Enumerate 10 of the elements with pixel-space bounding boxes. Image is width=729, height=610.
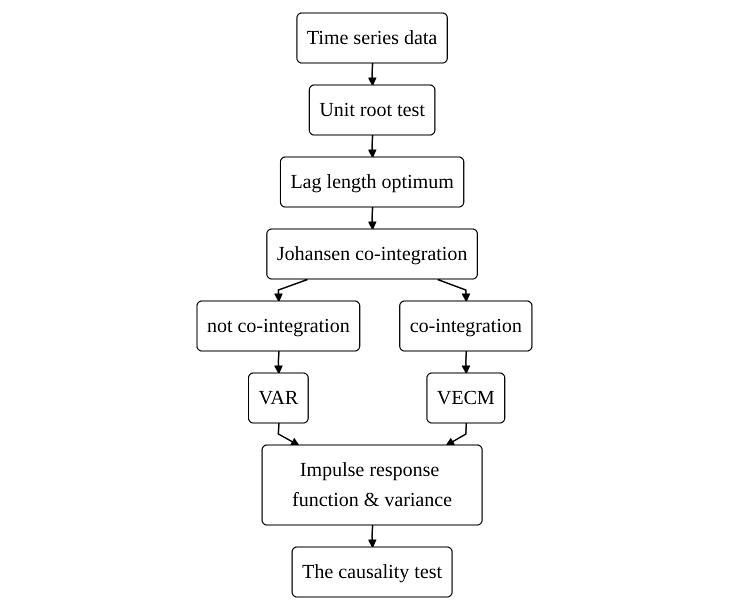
arrow — [446, 423, 468, 446]
arrow — [368, 135, 377, 158]
arrow — [437, 278, 470, 302]
arrow — [278, 423, 300, 446]
arrow — [368, 525, 377, 548]
arrow — [368, 207, 377, 230]
arrow — [274, 278, 308, 302]
arrow — [368, 63, 377, 86]
arrow — [274, 351, 283, 374]
arrow — [462, 351, 470, 374]
